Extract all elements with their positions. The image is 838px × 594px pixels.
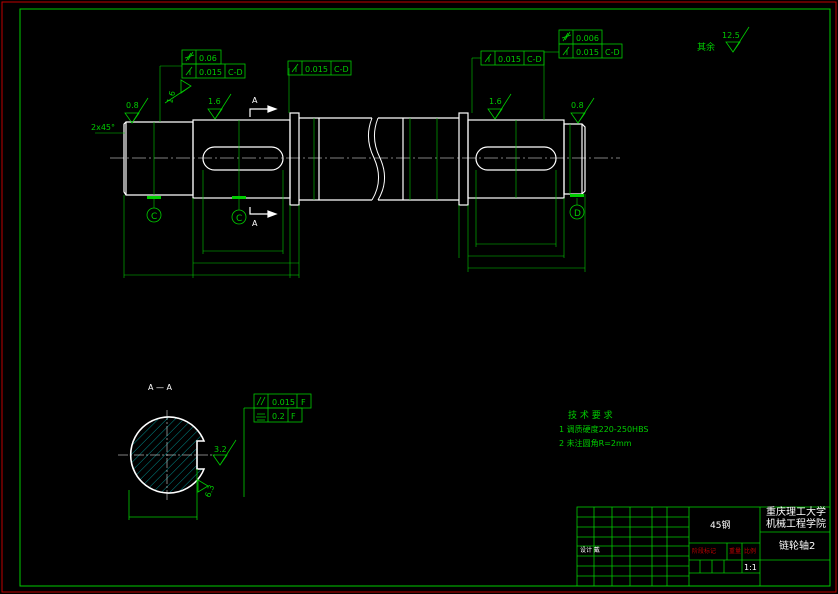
roughness-symbol-a [207,93,232,120]
designer-label: 设计 戴 [580,546,600,554]
section-tol-2-value: 0.2 [272,412,285,421]
section-roughness-1-value: 3.2 [214,445,227,454]
roughness-c-value: 1.6 [489,97,502,106]
material-label: 45钢 [710,519,730,531]
tol-left-1-value: 0.06 [199,54,217,63]
datum-c2-label: C [236,214,242,224]
weight-label: 重量 [729,547,741,555]
dim-lines [95,51,586,278]
stage-label: 阶段标记 [692,547,716,555]
chamfer-label: 2x45° [91,123,115,132]
school-line-1: 重庆理工大学 [766,505,826,518]
roughness-left-value: 0.8 [126,101,139,110]
section-roughness-2 [197,479,209,493]
section-view [118,410,215,500]
roughness-symbol-rest [725,26,750,53]
section-tol-1-datum: F [301,398,306,407]
part-name: 链轮轴2 [779,539,815,552]
section-mark-bottom: A [252,219,258,228]
roughness-rest-value: 12.5 [722,31,740,40]
section-arrow-bottom [249,207,268,215]
scale-value: 1:1 [744,563,757,572]
roughness-rest-label: 其余 [697,41,715,53]
roughness-a-value: 1.6 [208,97,221,106]
tol-right-a-value: 0.015 [498,55,521,64]
roughness-right-value: 0.8 [571,101,584,110]
tol-frame-mid [287,60,352,76]
inner-frame [19,8,831,587]
ratio-label: 比例 [744,547,756,555]
tol-right-a-datum: C-D [527,55,542,64]
school-line-2: 机械工程学院 [766,517,826,530]
datum-c-circle [146,207,162,223]
tol-frame-right-a [480,50,545,66]
roughness-symbol-left [124,97,149,124]
tol-right-1-value: 0.006 [576,34,599,43]
section-title: A — A [148,383,173,392]
datum-bars [147,194,584,199]
tol-right-2-value: 0.015 [576,48,599,57]
tol-right-2-datum: C-D [605,48,620,57]
title-block [576,506,831,587]
roughness-symbol-c [487,93,512,120]
tech-req-line-1: 1 调质硬度220-250HBS [559,424,649,434]
section-roughness-2-value: 6.3 [203,484,216,499]
section-arrow-top [249,108,268,117]
tol-frame-left-2 [181,63,246,79]
tol-left-2-datum: C-D [228,68,243,77]
section-roughness-1 [212,439,237,466]
datum-d-circle [569,204,585,220]
section-tol-1-value: 0.015 [272,398,295,407]
tech-req-line-2: 2 未注圆角R=2mm [559,438,632,448]
datum-c-label: C [151,212,157,222]
tech-req-title: 技 术 要 求 [568,409,613,421]
section-mark-top: A [252,96,258,105]
datum-c2-circle [231,209,247,225]
roughness-symbol-right [570,97,595,124]
tol-mid-datum: C-D [334,65,349,74]
roughness-b-value: 1.6 [165,90,177,105]
section-tol-2-datum: F [291,412,296,421]
tol-mid-value: 0.015 [305,65,328,74]
roughness-symbol-b [164,79,192,104]
tol-frame-right-2 [558,43,623,59]
datum-d-label: D [574,209,581,219]
tol-left-2-value: 0.015 [199,68,222,77]
section-tol-frame-2 [253,407,303,423]
shaft-main-view [110,112,620,206]
